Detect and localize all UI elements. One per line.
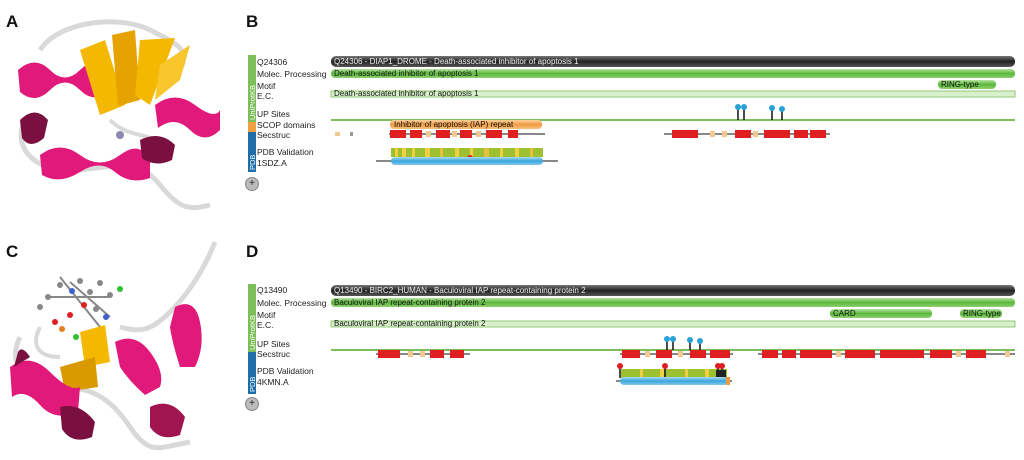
molec-processing-bar <box>331 69 1015 78</box>
pdb-sidebar-bar-d <box>248 352 256 394</box>
motif-ring-bar <box>938 80 996 89</box>
up-site-pins-d <box>664 336 703 350</box>
secstruc-track-b <box>335 130 830 138</box>
track-label-ec-d: E.C. <box>257 320 274 330</box>
track-label-pdb-validation: PDB Validation <box>257 147 314 157</box>
track-label-up-sites: UP Sites <box>257 109 290 119</box>
track-label-pdb-validation-d: PDB Validation <box>257 366 314 376</box>
secstruc-track-d <box>376 350 1015 358</box>
track-label-pdb-chain-d: 4KMN.A <box>257 377 289 387</box>
panel-letter-a: A <box>6 12 19 31</box>
track-label-molec-processing-d: Molec. Processing <box>257 298 327 308</box>
motif-ring-bar-d <box>960 309 1002 318</box>
track-label-molec-processing: Molec. Processing <box>257 69 327 79</box>
track-label-up-sites-d: UP Sites <box>257 339 290 349</box>
protein-ribbon-structure-a <box>18 19 220 210</box>
molec-processing-bar-d <box>331 298 1015 307</box>
track-label-secstruc: Secstruc <box>257 130 291 140</box>
uniprot-sidebar-bar <box>248 55 256 122</box>
protein-ribbon-structure-c <box>10 241 218 451</box>
up-site-pins <box>735 104 785 120</box>
ec-bar-d <box>330 320 1016 328</box>
track-label-pdb-chain: 1SDZ.A <box>257 158 287 168</box>
track-label-secstruc-d: Secstruc <box>257 349 291 359</box>
expand-plus-button[interactable]: + <box>245 177 259 191</box>
accession-label-d: Q13490 <box>257 285 288 295</box>
motif-card-bar <box>830 309 932 318</box>
scop-domain-bar <box>390 120 542 129</box>
uniprot-sidebar-bar-d <box>248 284 256 352</box>
pdb-sidebar-bar <box>248 132 256 172</box>
expand-plus-button-d[interactable]: + <box>245 397 259 411</box>
panel-letter-d: D <box>246 242 259 261</box>
track-label-motif-d: Motif <box>257 310 276 320</box>
panel-letter-c: C <box>6 242 19 261</box>
scop-sidebar-bar <box>248 122 256 132</box>
pdb-chain-bar <box>391 157 543 165</box>
protein-header-bar-d <box>331 285 1015 296</box>
ec-bar <box>330 90 1016 98</box>
pdb-validation-track-b <box>391 148 543 161</box>
panel-letter-b: B <box>246 12 259 31</box>
track-label-ec: E.C. <box>257 91 274 101</box>
pdb-validation-track-d <box>617 363 727 378</box>
track-label-motif: Motif <box>257 81 276 91</box>
track-label-scop: SCOP domains <box>257 120 316 130</box>
protein-header-bar <box>331 56 1015 67</box>
accession-label: Q24306 <box>257 57 288 67</box>
pdb-chain-bar-d <box>620 377 728 385</box>
